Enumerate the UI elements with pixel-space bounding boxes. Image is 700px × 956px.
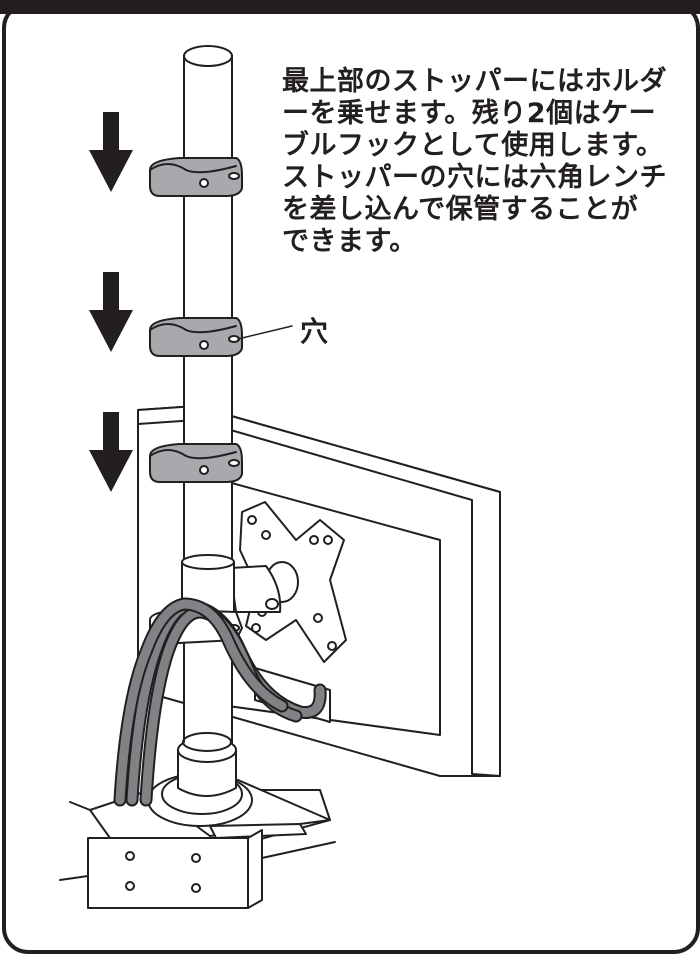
instruction-line: できます。 [282,226,417,257]
hole-callout-label: 穴 [300,315,329,348]
instruction-line: を差し込んで保管することが [282,194,639,225]
arm-joint [229,565,282,613]
instruction-line: 最上部のストッパーにはホルダ [282,66,667,97]
instruction-line: ストッパーの穴には六角レンチ [282,162,667,193]
stopper-bottom [149,443,243,483]
down-arrow-icon [89,112,133,192]
instruction-line: ーを乗せます。残り2個はケー [282,98,657,129]
stopper-top [149,157,243,197]
instruction-line: ブルフックとして使用します。 [282,130,664,161]
stopper-middle [149,317,243,357]
cables [113,597,327,807]
down-arrow-icon [89,412,133,492]
down-arrow-icon [89,272,133,352]
hole-callout-leader [237,325,293,340]
instruction-text: 最上部のストッパーにはホルダ ーを乗せます。残り2個はケー ブルフックとして使用… [282,66,667,258]
